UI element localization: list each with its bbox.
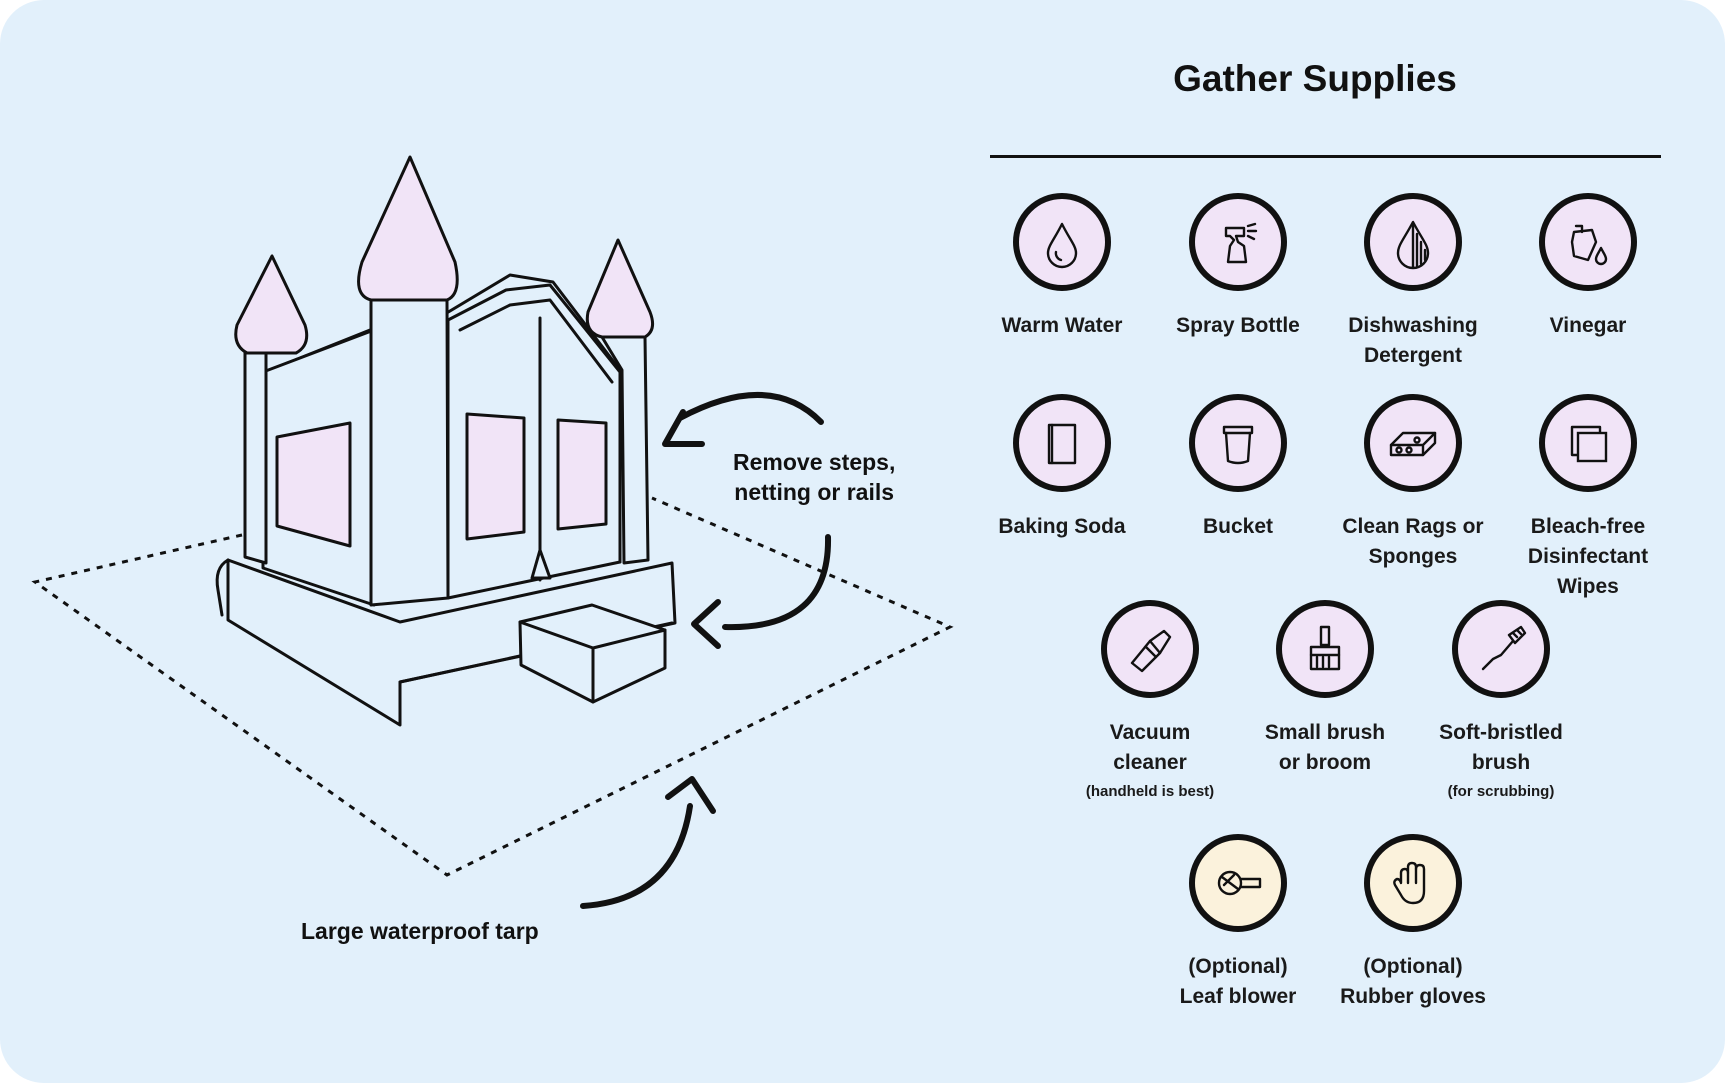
supply-item: (Optional)Leaf blower xyxy=(1150,834,1326,1012)
tower-center xyxy=(369,298,450,607)
glove-icon xyxy=(1364,834,1462,932)
tower-left xyxy=(243,351,268,565)
detergent-drop-icon xyxy=(1364,193,1462,291)
sponge-icon xyxy=(1364,394,1462,492)
supply-label: Vinegar xyxy=(1549,314,1627,337)
supply-label: Warm Water xyxy=(1001,314,1123,337)
tarp-callout: Large waterproof tarp xyxy=(301,918,539,944)
window-front-2 xyxy=(556,418,608,531)
vinegar-pour-icon xyxy=(1539,193,1637,291)
bounce-house-illustration xyxy=(31,155,954,909)
supply-note: (handheld is best) xyxy=(1085,783,1215,800)
supply-item: Spray Bottle xyxy=(1150,193,1326,341)
title-divider xyxy=(990,155,1661,158)
scrub-brush-icon xyxy=(1452,600,1550,698)
paint-brush-icon xyxy=(1276,600,1374,698)
tarp-outline xyxy=(31,496,954,877)
supply-item: Baking Soda xyxy=(974,394,1150,542)
window-front-1 xyxy=(465,412,526,541)
arrow-remove-bottom xyxy=(722,534,832,631)
leaf-blower-icon xyxy=(1189,834,1287,932)
supply-label: Bucket xyxy=(1202,515,1274,538)
window-left xyxy=(275,421,352,548)
supply-label: Spray Bottle xyxy=(1176,314,1300,337)
remove-steps-callout: Remove steps, netting or rails xyxy=(733,449,896,505)
supply-label: (Optional)Leaf blower xyxy=(1179,955,1297,1008)
wipes-icon xyxy=(1539,394,1637,492)
supply-note: (for scrubbing) xyxy=(1447,783,1555,800)
water-drop-icon xyxy=(1013,193,1111,291)
supply-item: Bucket xyxy=(1150,394,1326,542)
spray-bottle-icon xyxy=(1189,193,1287,291)
bucket-icon xyxy=(1189,394,1287,492)
supply-label: (Optional)Rubber gloves xyxy=(1340,955,1486,1008)
supply-item: Warm Water xyxy=(974,193,1150,341)
arrow-tarp xyxy=(580,803,693,909)
supply-item: Vinegar xyxy=(1500,193,1676,341)
baking-soda-box-icon xyxy=(1013,394,1111,492)
supply-label: Baking Soda xyxy=(998,515,1126,538)
supply-item: (Optional)Rubber gloves xyxy=(1325,834,1501,1012)
vacuum-icon xyxy=(1101,600,1199,698)
arrow-remove-top xyxy=(677,391,824,425)
supplies-title: Gather Supplies xyxy=(1173,58,1457,99)
